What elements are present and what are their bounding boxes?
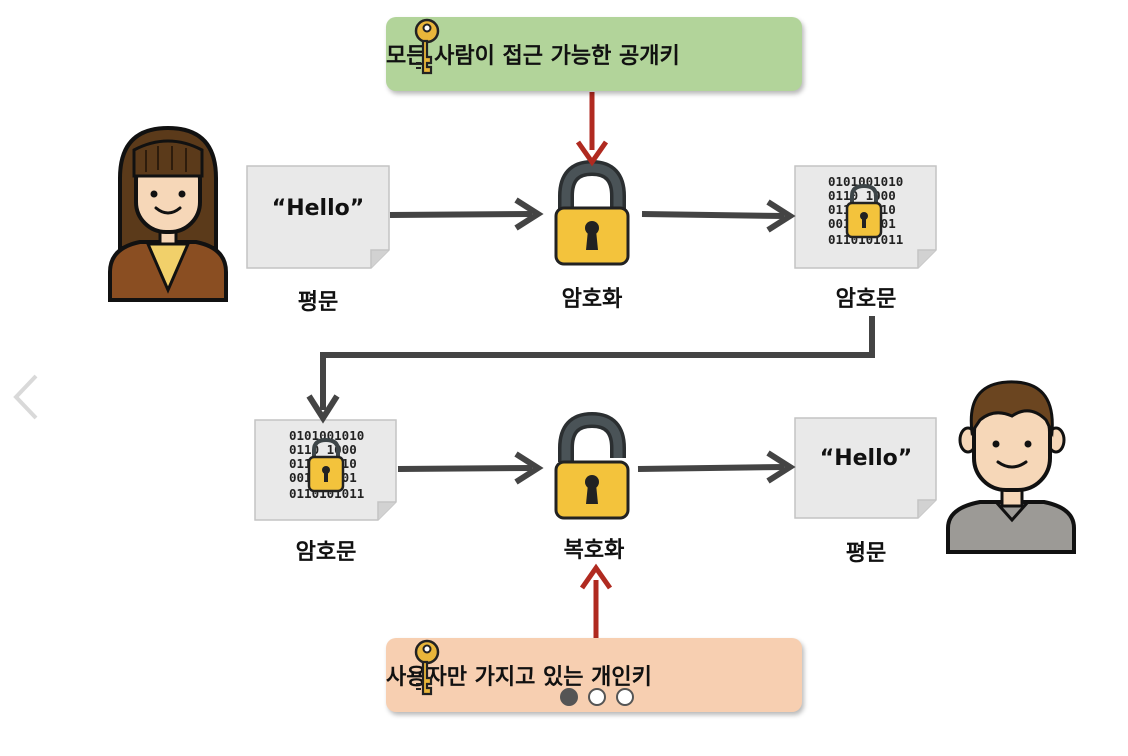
- arrow-encrypt-to-ciphertext: [641, 211, 785, 219]
- carousel-dot[interactable]: [588, 688, 606, 706]
- arrow-decrypt-to-plaintext: [637, 464, 785, 472]
- flow-arrows: [320, 211, 875, 472]
- public-key-arrow: [575, 92, 609, 167]
- plaintext-label-2: 평문: [845, 541, 887, 566]
- carousel-dot[interactable]: [616, 688, 634, 706]
- woman-avatar-icon: [108, 125, 228, 302]
- arrow-ciphertext-to-decrypt: [397, 465, 533, 472]
- svg-text:0110 1000: 0110 1000: [828, 188, 896, 203]
- carousel-pagination: [560, 688, 634, 706]
- svg-text:0101001010: 0101001010: [828, 174, 903, 189]
- arrow-heads: [306, 197, 796, 485]
- encrypt-label: 암호화: [561, 287, 623, 312]
- chevron-left-icon: [13, 374, 38, 420]
- key-icon: [414, 18, 440, 75]
- svg-text:0110101011: 0110101011: [289, 486, 364, 501]
- plaintext-content-1: “Hello”: [271, 196, 365, 221]
- man-avatar-icon: [946, 380, 1076, 554]
- plaintext-content-2: “Hello”: [819, 446, 913, 471]
- public-key-box: 모든 사람이 접근 가능한 공개키: [386, 17, 802, 91]
- padlock-closed-icon: [554, 159, 630, 266]
- arrow-plaintext-to-encrypt: [389, 211, 533, 218]
- arrow-ciphertext-to-receiver-side: [320, 316, 875, 410]
- carousel-prev-button[interactable]: [10, 372, 44, 422]
- plaintext-label-1: 평문: [297, 290, 339, 315]
- ciphertext-label-2: 암호문: [295, 540, 357, 565]
- ciphertext-label-1: 암호문: [835, 287, 897, 312]
- key-icon: [414, 639, 440, 696]
- decrypt-label: 복호화: [563, 538, 625, 563]
- small-padlock-icon: [307, 437, 345, 493]
- small-padlock-icon: [845, 183, 883, 239]
- svg-text:0110101011: 0110101011: [828, 232, 903, 247]
- svg-text:0110 1000: 0110 1000: [289, 442, 357, 457]
- plaintext-document-1: [246, 165, 390, 269]
- private-key-arrow: [579, 563, 613, 638]
- svg-text:0101001010: 0101001010: [289, 428, 364, 443]
- padlock-open-icon: [554, 411, 630, 520]
- carousel-dot[interactable]: [560, 688, 578, 706]
- public-key-text: 모든 사람이 접근 가능한 공개키: [386, 44, 680, 69]
- plaintext-document-2: [794, 417, 937, 519]
